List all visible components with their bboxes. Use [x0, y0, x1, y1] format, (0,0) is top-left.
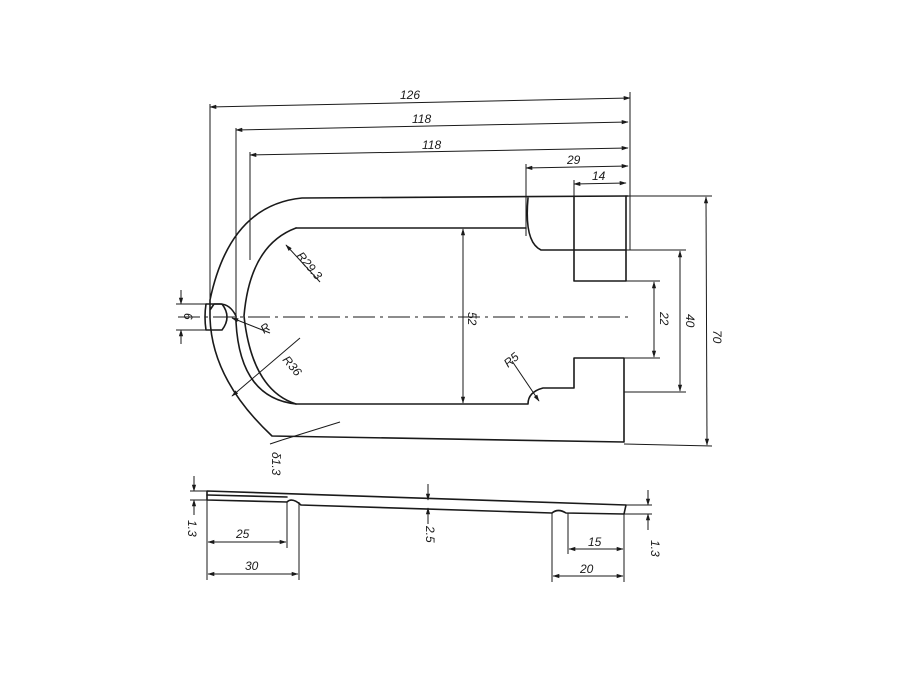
- slot: [204, 303, 228, 331]
- dim-52-label: 52: [465, 312, 479, 326]
- thickness-note: δ1.3: [269, 421, 341, 476]
- dim-25: 25: [206, 500, 288, 580]
- d20-label: 20: [579, 562, 594, 576]
- dim-40: 40: [624, 249, 697, 393]
- dim-118b-label: 118: [422, 138, 441, 152]
- radius-r5: R5: [501, 350, 540, 402]
- dim-2-5: 2.5: [423, 484, 437, 543]
- t1-3-left-label: 1.3: [185, 520, 199, 537]
- r36-label: R36: [280, 353, 305, 379]
- dim-20: 20: [551, 513, 624, 582]
- radius-r: R: [231, 317, 273, 337]
- top-notch: [573, 195, 627, 282]
- dim-126: 126: [209, 88, 631, 312]
- dim-1-3-right: 1.3: [624, 490, 662, 557]
- dim-6: 6: [176, 290, 208, 344]
- r29-3-label: R29.3: [294, 249, 326, 283]
- dim-52: 52: [460, 228, 479, 404]
- dim-22-label: 22: [657, 311, 671, 326]
- inner-left-arc: [243, 227, 297, 405]
- t2-5-label: 2.5: [423, 525, 437, 543]
- plan-view: 126 118 118 29 14 70: [176, 88, 724, 476]
- dim-70-label: 70: [710, 330, 724, 344]
- section-outline: [206, 490, 627, 515]
- radius-r29-3: R29.3: [285, 244, 326, 283]
- dim-30: 30: [207, 502, 300, 580]
- dim-126-label: 126: [400, 88, 420, 102]
- inner-arc: [295, 197, 627, 251]
- dim-14-label: 14: [592, 169, 606, 183]
- section-view: 1.3 1.3 2.5 25 30: [185, 476, 662, 582]
- dim-15: 15: [567, 513, 625, 582]
- thickness-label: δ1.3: [269, 452, 283, 476]
- dim-1-3-left: 1.3: [185, 476, 207, 537]
- outer-outline: [209, 195, 629, 443]
- dim-40-label: 40: [683, 314, 697, 328]
- dim-6-label: 6: [181, 313, 195, 320]
- dim-118-a: 118: [235, 112, 629, 318]
- radius-r36: R36: [231, 337, 305, 397]
- dim-70: 70: [623, 195, 724, 447]
- dim-22: 22: [624, 280, 671, 359]
- d25-label: 25: [235, 527, 250, 541]
- d30-label: 30: [245, 559, 259, 573]
- dim-118a-label: 118: [412, 112, 431, 126]
- dim-29: 29: [525, 153, 629, 236]
- r5-label: R5: [501, 350, 522, 371]
- d15-label: 15: [588, 535, 602, 549]
- dim-118-b: 118: [249, 138, 629, 260]
- t1-3-right-label: 1.3: [648, 540, 662, 557]
- dim-29-label: 29: [566, 153, 581, 167]
- dim-14: 14: [573, 169, 627, 196]
- section-inner: [206, 494, 288, 498]
- r-label: R: [258, 320, 273, 337]
